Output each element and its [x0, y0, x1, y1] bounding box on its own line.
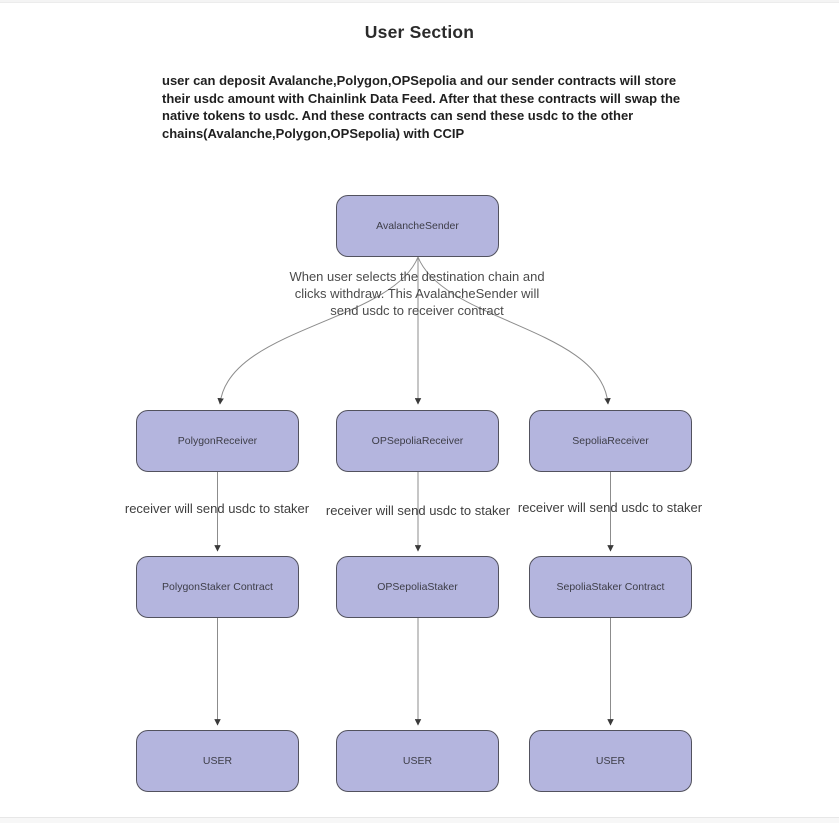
- node-user-polygon: USER: [136, 730, 299, 792]
- withdraw-note-line: send usdc to receiver contract: [330, 303, 504, 318]
- edge-sender-to-polygon-receiver: [217, 256, 419, 405]
- bottom-divider: [0, 817, 839, 823]
- top-divider: [0, 0, 839, 3]
- node-sepolia-receiver: SepoliaReceiver: [529, 410, 692, 472]
- node-user-sepolia: USER: [529, 730, 692, 792]
- node-polygon-receiver: PolygonReceiver: [136, 410, 299, 472]
- withdraw-note-line: When user selects the destination chain …: [289, 269, 545, 284]
- edge-sender-to-sepolia-receiver: [417, 256, 611, 405]
- node-polygon-staker: PolygonStaker Contract: [136, 556, 299, 618]
- node-avalanche-sender: AvalancheSender: [336, 195, 499, 257]
- intro-text: user can deposit Avalanche,Polygon,OPSep…: [162, 72, 680, 142]
- node-user-opsepolia: USER: [336, 730, 499, 792]
- intro-line: chains(Avalanche,Polygon,OPSepolia) with…: [162, 125, 465, 141]
- node-opsepolia-staker: OPSepoliaStaker: [336, 556, 499, 618]
- intro-line: native tokens to usdc. And these contrac…: [162, 108, 634, 123]
- node-opsepolia-receiver: OPSepoliaReceiver: [336, 410, 499, 472]
- edge-label-receiver-to-staker: receiver will send usdc to staker: [325, 503, 511, 518]
- intro-line: user can deposit Avalanche,Polygon,OPSep…: [162, 73, 677, 88]
- intro-line: their usdc amount with Chainlink Data Fe…: [162, 90, 681, 106]
- withdraw-note: When user selects the destination chain …: [289, 268, 544, 319]
- withdraw-note-line: clicks withdraw. This AvalancheSender wi…: [294, 286, 540, 301]
- page-title: User Section: [364, 22, 475, 42]
- edge-label-receiver-to-staker: receiver will send usdc to staker: [124, 501, 310, 516]
- node-sepolia-staker: SepoliaStaker Contract: [529, 556, 692, 618]
- edge-label-receiver-to-staker: receiver will send usdc to staker: [517, 500, 703, 515]
